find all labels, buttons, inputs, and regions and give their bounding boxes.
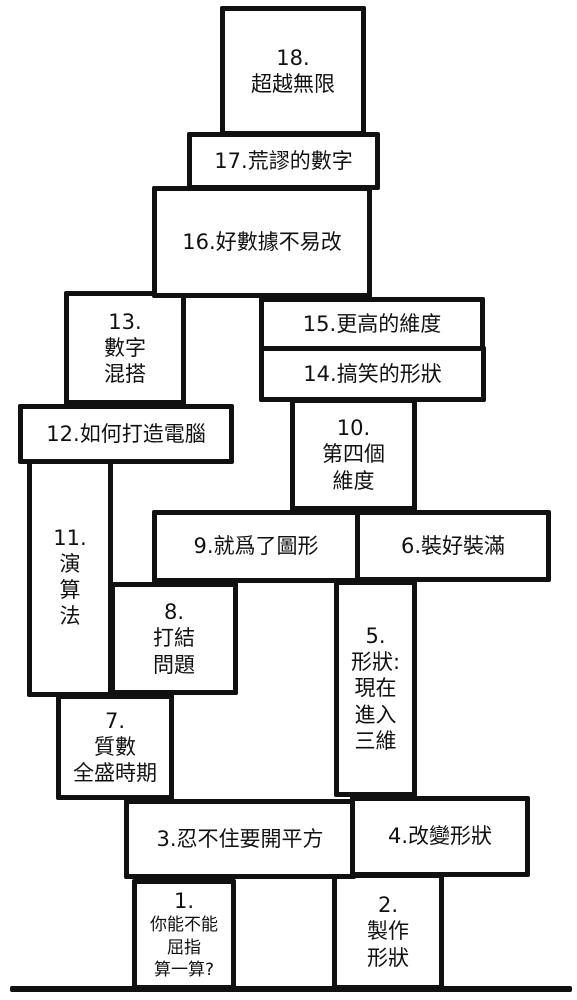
chapter-6-title: 6.裝好裝滿 bbox=[400, 533, 506, 558]
chapter-11-title-line-1: 演 bbox=[59, 551, 81, 576]
chapter-16-title: 16.好數據不易改 bbox=[182, 229, 342, 254]
chapter-17-block: 17.荒謬的數字 bbox=[187, 132, 380, 190]
chapter-13-title-line-1: 數字 bbox=[104, 335, 146, 360]
chapter-11-block: 11. 演 算 法 bbox=[27, 457, 113, 697]
chapter-7-number: 7. bbox=[104, 708, 126, 733]
ground-line bbox=[10, 986, 572, 992]
chapter-7-block: 7. 質數 全盛時期 bbox=[56, 694, 174, 800]
chapter-2-number: 2. bbox=[377, 893, 399, 918]
chapter-11-number: 11. bbox=[53, 525, 87, 550]
chapter-13-title-line-2: 混搭 bbox=[104, 362, 146, 387]
chapter-9-title: 9.就爲了圖形 bbox=[193, 534, 319, 559]
chapter-11-title-line-2: 算 bbox=[59, 578, 81, 602]
chapter-7-title-line-2: 全盛時期 bbox=[73, 761, 157, 786]
chapter-8-block: 8. 打結 問題 bbox=[110, 582, 238, 695]
chapter-8-title-line-2: 問題 bbox=[153, 652, 195, 677]
chapter-15-block: 15.更高的維度 bbox=[259, 297, 485, 351]
chapter-7-title-line-1: 質數 bbox=[94, 734, 136, 759]
chapter-5-title-line-4: 三維 bbox=[354, 728, 397, 753]
chapter-10-block: 10. 第四個 維度 bbox=[290, 398, 417, 511]
chapter-1-title-line-2: 屈指 bbox=[167, 937, 201, 958]
chapter-2-title-line-1: 製作 bbox=[367, 919, 409, 944]
chapter-3-title: 3.忍不住要開平方 bbox=[156, 826, 324, 851]
chapter-12-block: 12.如何打造電腦 bbox=[18, 404, 234, 464]
chapter-11-title-line-3: 法 bbox=[59, 604, 81, 629]
chapter-5-block: 5. 形狀: 現在 進入 三維 bbox=[334, 580, 417, 797]
chapter-13-block: 13. 數字 混搭 bbox=[64, 291, 186, 405]
chapter-4-block: 4.改變形狀 bbox=[350, 796, 530, 877]
chapter-2-block: 2. 製作 形狀 bbox=[332, 873, 444, 990]
chapter-6-block: 6.裝好裝滿 bbox=[355, 510, 551, 582]
chapter-5-title-line-3: 進入 bbox=[354, 702, 397, 727]
chapter-10-title-line-2: 維度 bbox=[332, 468, 375, 493]
chapter-17-title: 17.荒謬的數字 bbox=[214, 148, 353, 173]
chapter-4-title: 4.改變形狀 bbox=[387, 824, 493, 849]
chapter-18-block: 18. 超越無限 bbox=[220, 6, 366, 136]
chapter-10-title-line-1: 第四個 bbox=[322, 442, 385, 467]
chapter-18-title: 超越無限 bbox=[251, 72, 335, 96]
chapter-13-number: 13. bbox=[108, 309, 142, 334]
chapter-14-block: 14.搞笑的形狀 bbox=[259, 346, 486, 402]
chapter-5-title-line-2: 現在 bbox=[354, 676, 397, 701]
chapter-1-title-line-1: 你能不能 bbox=[150, 915, 218, 936]
chapter-9-block: 9.就爲了圖形 bbox=[152, 510, 360, 583]
chapter-1-number: 1. bbox=[173, 889, 195, 914]
chapter-18-number: 18. bbox=[276, 45, 310, 70]
chapter-10-number: 10. bbox=[336, 416, 371, 441]
chapter-8-title-line-1: 打結 bbox=[153, 626, 195, 651]
chapter-8-number: 8. bbox=[163, 600, 185, 625]
chapter-5-number: 5. bbox=[365, 623, 386, 648]
chapter-2-title-line-2: 形狀 bbox=[367, 945, 409, 970]
chapter-16-block: 16.好數據不易改 bbox=[152, 186, 372, 298]
chapter-3-block: 3.忍不住要開平方 bbox=[124, 799, 356, 879]
chapter-5-title-line-1: 形狀: bbox=[350, 650, 401, 675]
chapter-1-block: 1. 你能不能 屈指 算一算? bbox=[132, 879, 236, 990]
chapter-12-title: 12.如何打造電腦 bbox=[46, 421, 206, 446]
chapter-15-title: 15.更高的維度 bbox=[302, 311, 442, 336]
chapter-1-title-line-3: 算一算? bbox=[153, 959, 215, 980]
chapter-14-title: 14.搞笑的形狀 bbox=[303, 361, 442, 386]
